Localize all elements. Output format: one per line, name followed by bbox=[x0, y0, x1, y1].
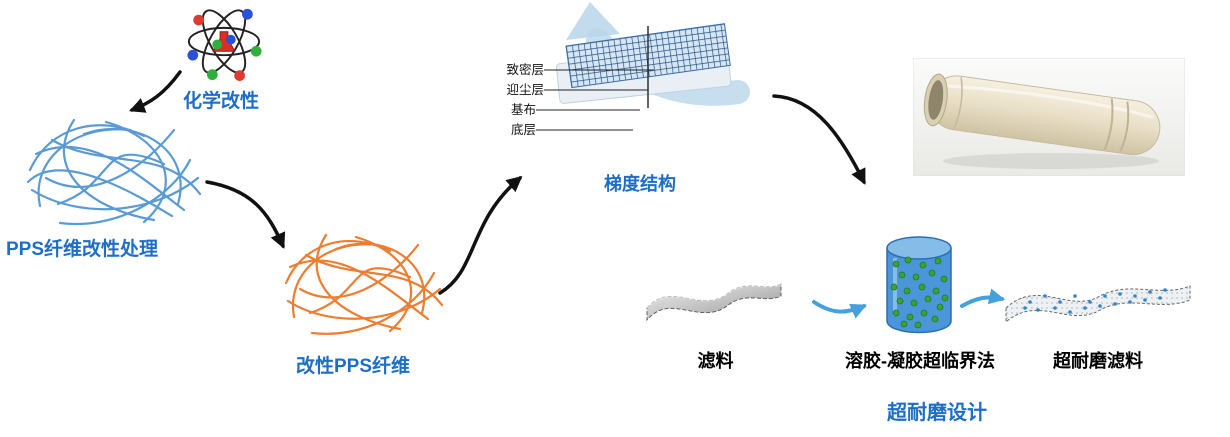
layer-label-dust: 迎尘层 bbox=[506, 83, 544, 97]
chemical-modification-label: 化学改性 bbox=[183, 91, 260, 112]
wear-resistant-design-label: 超耐磨设计 bbox=[887, 402, 987, 424]
orange-fiber-tangle-icon bbox=[278, 225, 448, 347]
filter-sheet-icon bbox=[643, 262, 788, 337]
sol-gel-method-label: 溶胶-凝胶超临界法 bbox=[845, 351, 995, 371]
layer-label-bottom: 底层 bbox=[510, 123, 536, 137]
arrow-cylinder-to-mesh bbox=[960, 288, 1006, 308]
arrow-fibers-to-modified bbox=[205, 180, 286, 249]
sol-gel-cylinder-icon bbox=[878, 232, 960, 342]
atom-molecule-icon bbox=[185, 0, 263, 84]
layer-label-base: 基布 bbox=[510, 103, 536, 117]
gradient-structure-label: 梯度结构 bbox=[604, 174, 676, 194]
wear-resistant-filter-label: 超耐磨滤料 bbox=[1053, 351, 1143, 371]
arrow-modified-to-gradient bbox=[438, 175, 523, 295]
filter-material-label: 滤料 bbox=[697, 351, 734, 371]
layer-label-dense: 致密层 bbox=[506, 63, 544, 77]
wear-mesh-icon bbox=[1000, 256, 1196, 346]
modified-pps-fiber-label: 改性PPS纤维 bbox=[296, 356, 411, 377]
arrow-sheet-to-cylinder bbox=[812, 300, 867, 319]
pps-fiber-treatment-label: PPS纤维改性处理 bbox=[6, 239, 159, 260]
arrow-atom-to-fibers bbox=[129, 70, 182, 113]
gradient-layers-icon bbox=[478, 0, 773, 168]
arrow-gradient-to-bag bbox=[772, 94, 866, 185]
blue-fiber-tangle-icon bbox=[22, 108, 207, 236]
filter-bag-photo bbox=[913, 58, 1185, 176]
